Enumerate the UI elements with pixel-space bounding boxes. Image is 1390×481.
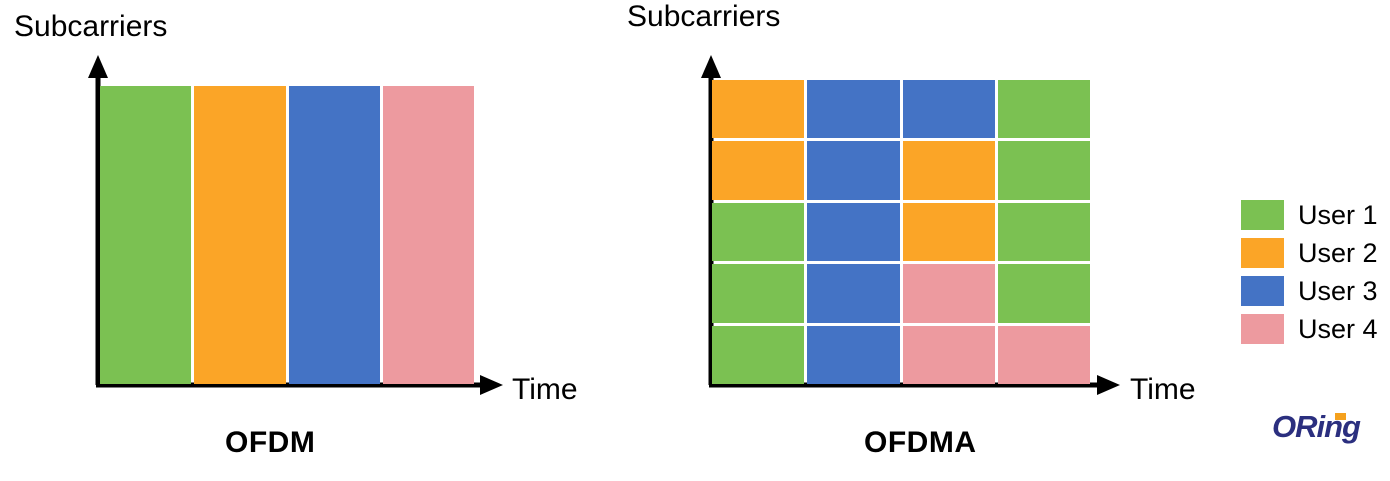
legend-swatch-user-2 (1241, 238, 1284, 268)
legend-item-user-3: User 3 (1241, 272, 1378, 310)
legend-label-user-4: User 4 (1298, 313, 1378, 344)
ofdma-y-axis-arrowhead (701, 55, 721, 78)
ofdm-y-axis-arrowhead (88, 55, 108, 78)
legend-swatch-user-1 (1241, 200, 1284, 230)
ofdm-slot-1 (100, 86, 192, 384)
ofdm-slot-4 (382, 86, 474, 384)
ofdma-cell-r2c1 (712, 141, 805, 200)
legend-swatch-user-3 (1241, 276, 1284, 306)
ofdm-x-axis-arrowhead (480, 375, 503, 395)
legend: User 1 User 2 User 3 User 4 (1241, 196, 1378, 348)
ofdma-row-2 (712, 141, 1090, 200)
ofdma-cell-r3c4 (997, 202, 1090, 262)
ofdma-cell-r4c3 (902, 264, 995, 323)
ofdma-cell-r4c2 (807, 264, 900, 323)
ofdma-x-axis-arrowhead (1097, 375, 1120, 395)
oring-logo-accent-dot (1335, 413, 1346, 420)
ofdma-cell-r3c2 (807, 202, 900, 262)
legend-item-user-4: User 4 (1241, 310, 1378, 348)
ofdma-cell-r3c1 (712, 202, 805, 262)
ofdma-cell-r1c2 (807, 80, 900, 139)
ofdm-slot-3 (288, 86, 380, 384)
ofdm-caption: OFDM (225, 426, 316, 459)
legend-label-user-2: User 2 (1298, 237, 1378, 268)
ofdma-cell-r4c4 (997, 264, 1090, 323)
ofdma-cell-r5c4 (997, 325, 1090, 385)
ofdma-cell-r2c4 (997, 141, 1090, 200)
legend-item-user-2: User 2 (1241, 234, 1378, 272)
legend-swatch-user-4 (1241, 314, 1284, 344)
ofdm-slot-2 (194, 86, 286, 384)
ofdma-caption: OFDMA (864, 426, 977, 459)
ofdm-y-axis-label: Subcarriers (14, 10, 168, 43)
ofdma-y-axis-label: Subcarriers (627, 0, 781, 33)
legend-label-user-1: User 1 (1298, 199, 1378, 230)
ofdma-cell-r2c3 (902, 141, 995, 200)
oring-logo: ORing (1272, 411, 1376, 449)
legend-label-user-3: User 3 (1298, 275, 1378, 306)
ofdma-row-3 (712, 202, 1090, 262)
ofdma-cell-r1c1 (712, 80, 805, 139)
ofdma-row-5 (712, 325, 1090, 385)
ofdma-cell-r4c1 (712, 264, 805, 323)
ofdma-x-axis-label: Time (1130, 373, 1196, 406)
legend-item-user-1: User 1 (1241, 196, 1378, 234)
ofdm-plot-area (100, 86, 474, 384)
ofdma-row-4 (712, 264, 1090, 323)
ofdma-plot-area (712, 80, 1090, 385)
ofdma-cell-r5c3 (902, 325, 995, 385)
ofdma-row-1 (712, 80, 1090, 139)
ofdma-cell-r3c3 (902, 202, 995, 262)
ofdma-cell-r1c4 (997, 80, 1090, 139)
ofdma-cell-r5c2 (807, 325, 900, 385)
ofdma-cell-r1c3 (902, 80, 995, 139)
ofdma-cell-r5c1 (712, 325, 805, 385)
ofdm-x-axis-label: Time (512, 373, 578, 406)
ofdma-cell-r2c2 (807, 141, 900, 200)
oring-logo-text: ORing (1272, 409, 1361, 444)
